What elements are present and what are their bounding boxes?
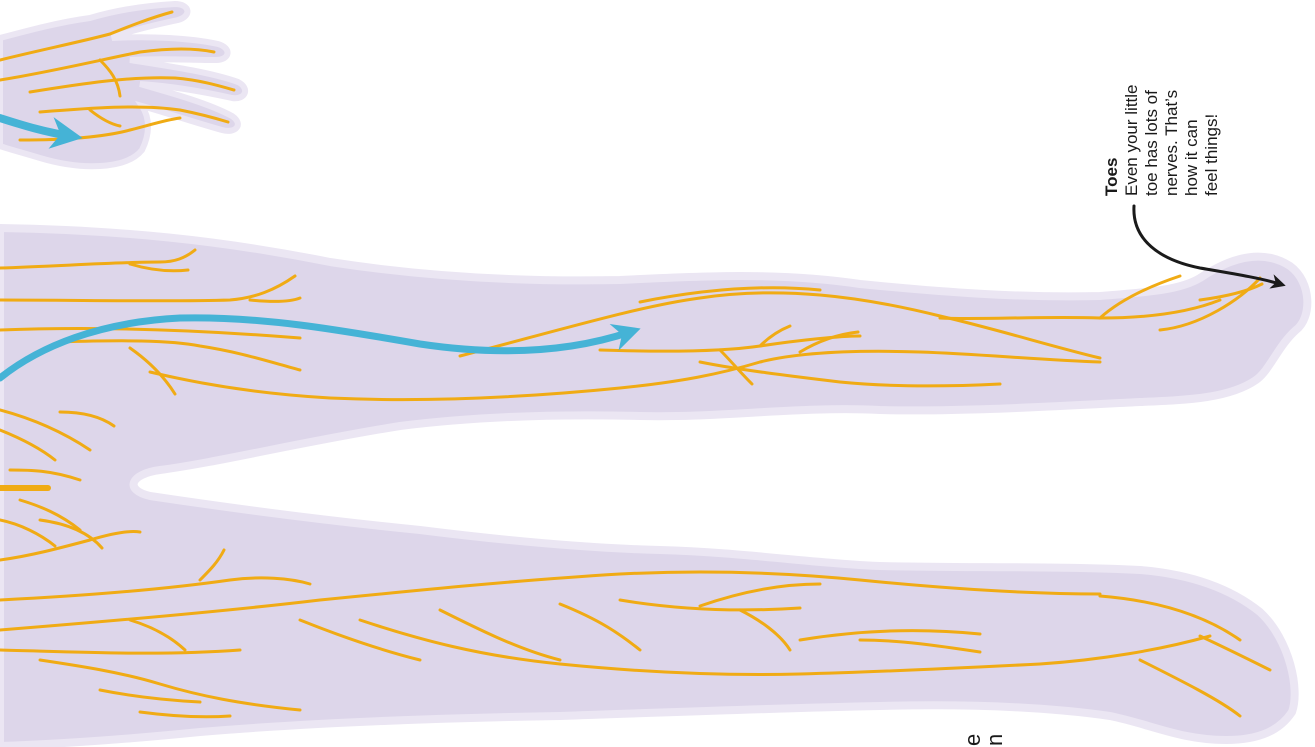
toes-callout-title: Toes xyxy=(1102,85,1122,197)
toes-callout-body: Even your little toe has lots of nerves.… xyxy=(1122,85,1222,197)
edge-text-fragment-1: e xyxy=(962,734,984,746)
toes-callout: Toes Even your little toe has lots of ne… xyxy=(1102,85,1222,197)
legs xyxy=(0,228,1307,746)
hand xyxy=(0,4,245,166)
edge-text-fragment-2: n xyxy=(984,734,1006,746)
